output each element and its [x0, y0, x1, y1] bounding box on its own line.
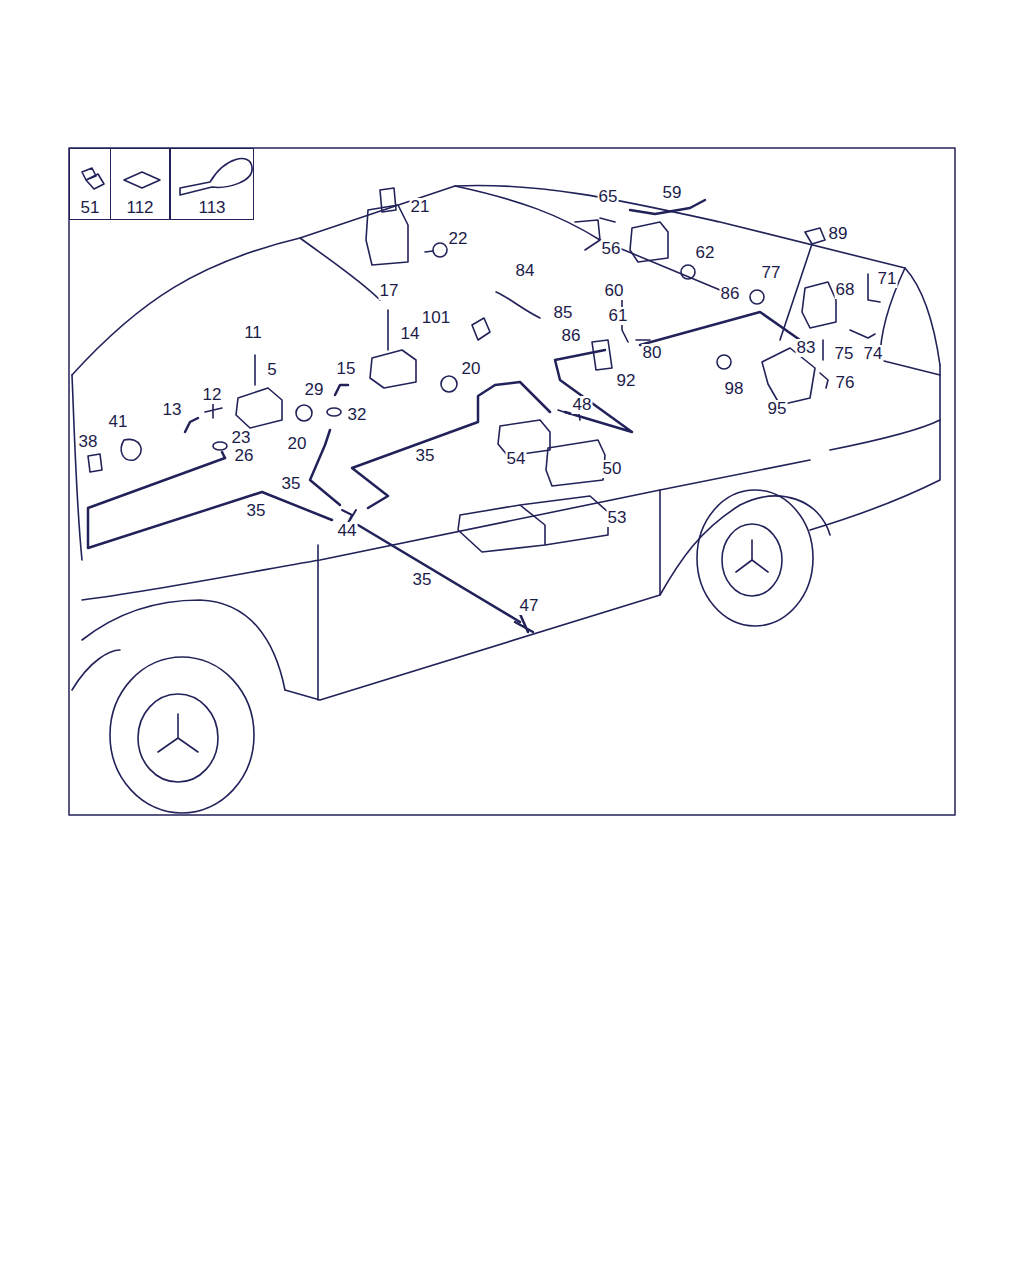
- callout-number: 101: [421, 309, 451, 327]
- callout-number: 11: [243, 324, 263, 342]
- callout-number: 75: [834, 345, 855, 363]
- callout-number: 23: [231, 429, 252, 447]
- callout-number: 35: [246, 502, 267, 520]
- callout-number: 21: [410, 198, 431, 216]
- callout-number: 60: [604, 282, 625, 300]
- callout-number: 80: [642, 344, 663, 362]
- vacuum-lines: [88, 200, 800, 632]
- callout-number: 61: [608, 307, 629, 325]
- callout-number: 41: [108, 413, 129, 431]
- callout-number: 86: [720, 285, 741, 303]
- callout-number: 53: [607, 509, 628, 527]
- callout-number: 35: [412, 571, 433, 589]
- callout-number: 15: [336, 360, 357, 378]
- callout-number: 12: [202, 386, 223, 404]
- inset-icons: [82, 159, 252, 195]
- callout-number: 47: [519, 597, 540, 615]
- frame: [69, 148, 955, 815]
- callout-number: 84: [515, 262, 536, 280]
- callout-number: 54: [506, 450, 527, 468]
- rear-wheel: [697, 490, 813, 626]
- callout-number: 48: [572, 396, 593, 414]
- inset-cell: 51: [69, 148, 111, 220]
- callout-number: 85: [553, 304, 574, 322]
- callout-number: 92: [616, 372, 637, 390]
- callout-number: 76: [835, 374, 856, 392]
- callout-number: 62: [695, 244, 716, 262]
- callout-number: 35: [415, 447, 436, 465]
- callout-number: 59: [662, 184, 683, 202]
- callout-number: 95: [767, 400, 788, 418]
- callout-number: 50: [602, 460, 623, 478]
- callout-number: 86: [561, 327, 582, 345]
- callout-number: 65: [598, 188, 619, 206]
- callout-number: 89: [828, 225, 849, 243]
- callout-number: 20: [461, 360, 482, 378]
- callout-number: 44: [337, 522, 358, 540]
- callout-number: 14: [400, 325, 421, 343]
- callout-number: 71: [877, 270, 898, 288]
- callout-number: 98: [724, 380, 745, 398]
- components: [88, 188, 880, 552]
- part-number: 113: [198, 199, 225, 217]
- callout-number: 22: [448, 230, 469, 248]
- callout-number: 77: [761, 264, 782, 282]
- callout-number: 74: [863, 345, 884, 363]
- front-wheel: [110, 657, 254, 813]
- inset-cell: 112: [110, 148, 170, 220]
- callout-number: 26: [234, 447, 255, 465]
- callout-number: 35: [281, 475, 302, 493]
- inset-cell: 113: [170, 148, 254, 220]
- callout-number: 5: [266, 361, 277, 379]
- callout-number: 83: [796, 339, 817, 357]
- callout-number: 68: [835, 281, 856, 299]
- part-number: 112: [126, 199, 153, 217]
- callout-number: 32: [347, 406, 368, 424]
- callout-number: 13: [162, 401, 183, 419]
- callout-number: 20: [287, 435, 308, 453]
- part-number: 51: [81, 199, 100, 217]
- car-body: [72, 185, 940, 700]
- callout-number: 29: [304, 381, 325, 399]
- callout-number: 56: [601, 240, 622, 258]
- callout-number: 38: [78, 433, 99, 451]
- callout-number: 17: [379, 282, 400, 300]
